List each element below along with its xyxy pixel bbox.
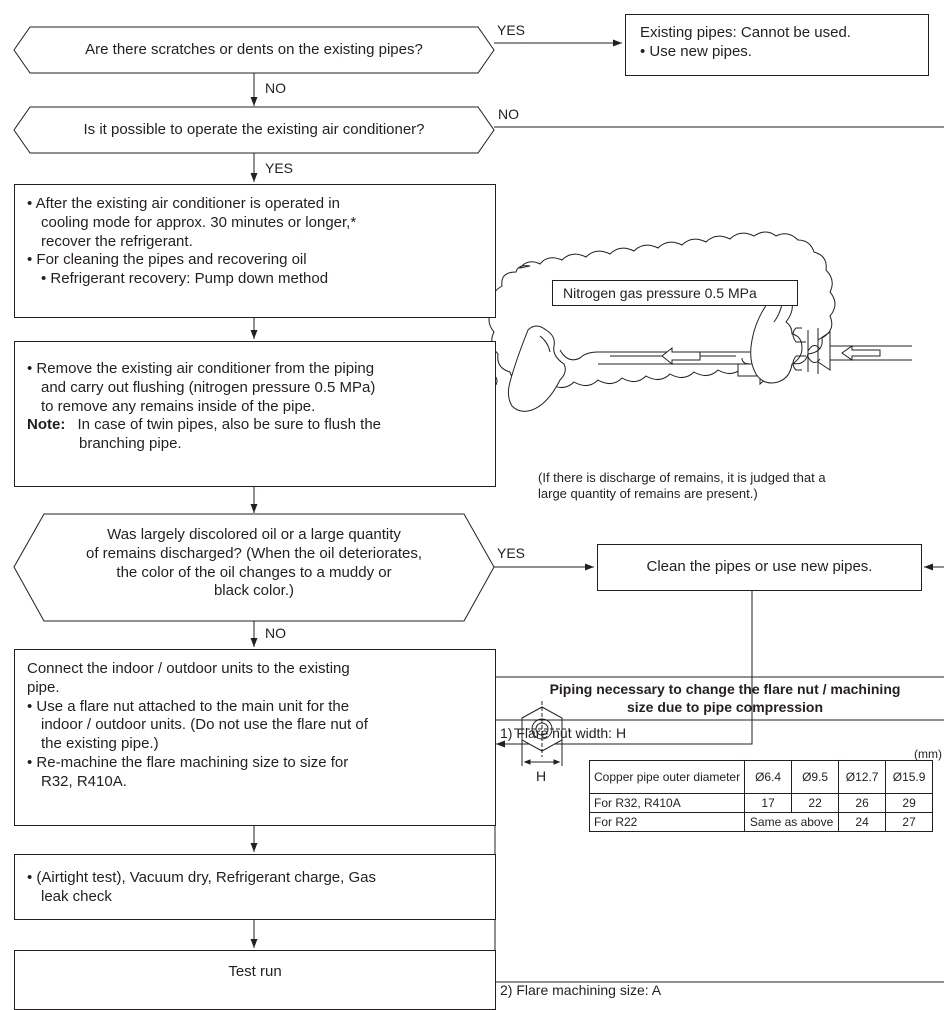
step-test-run-box: Test run [14, 950, 496, 1010]
flushing-illustration [469, 231, 912, 415]
result-cannot-use-box: Existing pipes: Cannot be used. • Use ne… [625, 14, 929, 76]
decision-shape-1 [13, 26, 495, 74]
decision-discolored-oil-text: Was largely discolored oil or a large qu… [85, 526, 422, 600]
unit-label: (mm) [914, 747, 942, 761]
q3-no-label: NO [265, 625, 286, 641]
clean-pipes-box: Clean the pipes or use new pipes. [597, 544, 922, 591]
table-row: For R32, R410A 17 22 26 29 [588, 793, 934, 813]
h-dimension-label: H [536, 768, 547, 784]
result-line-1: Existing pipes: Cannot be used. [640, 24, 851, 41]
decision-operate-text: Is it possible to operate the existing a… [83, 121, 425, 138]
nitrogen-pressure-label: Nitrogen gas pressure 0.5 MPa [552, 280, 798, 306]
table-row: For R22 Same as above 24 27 [588, 812, 934, 832]
decision-scratches-text: Are there scratches or dents on the exis… [85, 41, 423, 58]
q1-yes-label: YES [497, 22, 526, 38]
result-line-2: • Use new pipes. [640, 42, 752, 60]
step-connect-units-box: Connect the indoor / outdoor units to th… [14, 649, 496, 826]
q2-no-label: NO [498, 106, 519, 122]
step-recover-refrigerant-box: • After the existing air conditioner is … [14, 184, 496, 318]
flare-nut-width-table: Copper pipe outer diameter Ø6.4 Ø9.5 Ø12… [588, 760, 934, 832]
hex-nut-icon [514, 701, 570, 766]
step-airtight-test-box: • (Airtight test), Vacuum dry, Refrigera… [14, 854, 496, 920]
q3-yes-label: YES [497, 545, 526, 561]
table-row: Copper pipe outer diameter Ø6.4 Ø9.5 Ø12… [588, 760, 934, 794]
q1-no-label: NO [265, 80, 286, 96]
flare-nut-width-heading: 1) Flare nut width: H [500, 725, 627, 741]
remains-caption: (If there is discharge of remains, it is… [538, 470, 826, 502]
note-label: Note: [27, 416, 66, 434]
q2-yes-label: YES [265, 160, 294, 176]
decision-shape-2 [13, 106, 495, 154]
step-flushing-box: • Remove the existing air conditioner fr… [14, 341, 496, 487]
flare-table-title: Piping necessary to change the flare nut… [549, 681, 901, 716]
